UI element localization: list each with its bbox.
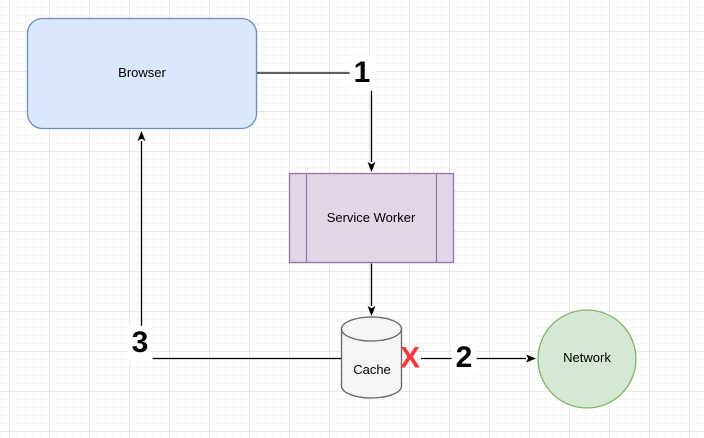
service-worker-node[interactable] [288,172,455,264]
browser-node-label: Browser [118,65,166,81]
network-node-label: Network [563,350,611,366]
browser-node[interactable] [26,17,258,130]
cache-node[interactable] [340,316,403,399]
edge-label-2: 2 [451,340,477,376]
edge-label-1: 1 [349,55,375,91]
cache-node-label: Cache [353,362,391,378]
edge-label-3: 3 [127,325,153,361]
cache-miss-x-marker: X [399,341,421,375]
network-node[interactable] [537,309,637,409]
service-worker-node-label: Service Worker [326,210,416,226]
cylinder-rim [340,328,403,342]
